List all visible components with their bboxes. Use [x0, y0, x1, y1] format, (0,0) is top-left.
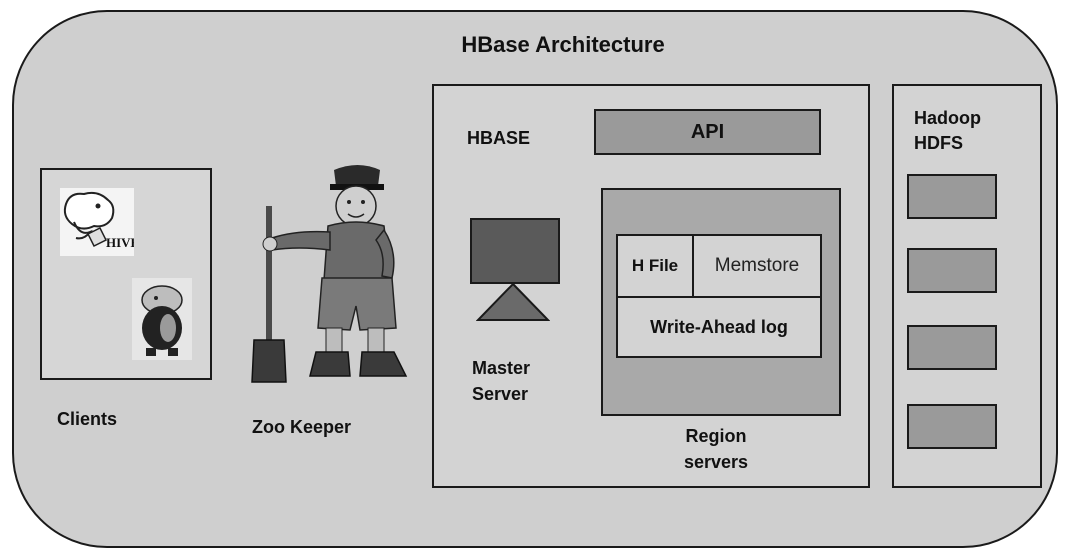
region-servers-label-line2: servers — [683, 452, 749, 472]
zookeeper-figure-icon — [251, 165, 408, 383]
master-server-label-line2: Server — [472, 384, 529, 404]
monitor-icon — [470, 218, 560, 284]
region-servers-label-line1: Region — [685, 426, 747, 446]
hive-logo-icon: HIVE — [60, 188, 134, 256]
write-ahead-log-cell: Write-Ahead log — [650, 316, 788, 337]
memstore-cell: Memstore — [692, 234, 822, 298]
hfile-cell: H File — [616, 234, 694, 298]
zookeeper-label: Zoo Keeper — [252, 417, 352, 437]
hdfs-data-node — [907, 325, 997, 370]
api-box: API — [594, 109, 821, 155]
hdfs-data-node — [907, 174, 997, 219]
hbase-label: HBASE — [467, 128, 531, 148]
monitor-stand-icon — [476, 282, 550, 321]
pig-logo-icon — [132, 278, 192, 360]
master-server-label-line1: Master — [472, 358, 531, 378]
hdfs-data-node — [907, 404, 997, 449]
hdfs-label-line1: Hadoop — [914, 108, 981, 128]
hive-logo-text: HIVE — [106, 235, 134, 250]
hdfs-label-line2: HDFS — [914, 133, 963, 153]
clients-label: Clients — [57, 409, 118, 429]
hdfs-data-node — [907, 248, 997, 293]
diagram-title: HBase Architecture — [461, 32, 665, 57]
